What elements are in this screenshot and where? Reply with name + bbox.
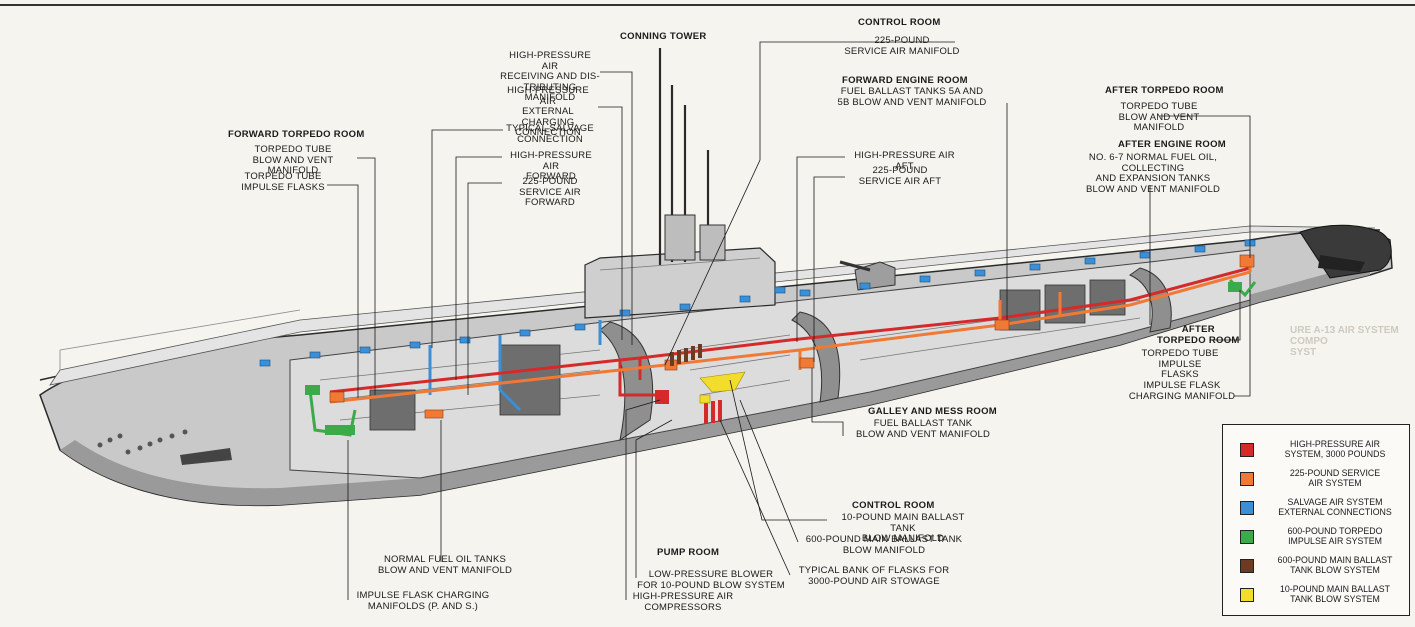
legend-swatch <box>1240 530 1254 544</box>
main-ballast-manifold <box>670 344 702 366</box>
heading-after-torpedo-room-top: AFTER TORPEDO ROOM <box>1105 85 1224 96</box>
bow-plane <box>180 448 232 465</box>
heading-forward-torpedo-room: FORWARD TORPEDO ROOM <box>228 129 365 140</box>
heading-conning-tower: CONNING TOWER <box>620 31 707 42</box>
label-service-air-forward: 225-POUND SERVICE AIR FORWARD <box>519 176 581 208</box>
label-salvage-connection: TYPICAL SALVAGE CONNECTION <box>506 123 594 145</box>
label-hp-forward: HIGH-PRESSURE AIR FORWARD <box>510 150 592 182</box>
legend-swatch <box>1240 501 1254 515</box>
label-hp-aft: HIGH-PRESSURE AIR AFT <box>854 150 955 172</box>
heading-control-room-top: CONTROL ROOM <box>858 17 941 28</box>
label-ftr-tube-manifold: TORPEDO TUBE BLOW AND VENT MANIFOLD <box>252 144 334 176</box>
label-impulse-charging-fwd: IMPULSE FLASK CHARGING MANIFOLDS (P. AND… <box>356 590 490 612</box>
heading-forward-engine-room: FORWARD ENGINE ROOM <box>842 75 968 86</box>
pressure-hull-cut <box>599 321 654 442</box>
label-six-hundred-manifold: 600-POUND MAIN BALLAST TANK BLOW MANIFOL… <box>805 534 963 556</box>
conning-tower <box>584 247 776 319</box>
legend-item-main-ballast-600: 600-POUND MAIN BALLAST TANK BLOW SYSTEM <box>1223 553 1409 581</box>
heading-after-engine-room: AFTER ENGINE ROOM <box>1118 139 1227 150</box>
ten-pound-blow <box>699 371 746 404</box>
legend-item-high-pressure: HIGH-PRESSURE AIR SYSTEM, 3000 POUNDS <box>1223 437 1409 465</box>
label-fuel-oil-6-7: NO. 6-7 NORMAL FUEL OIL, COLLECTING AND … <box>1085 152 1221 195</box>
label-atr-tube-manifold: TORPEDO TUBE BLOW AND VENT MANIFOLD <box>1118 101 1200 133</box>
label-lp-blower: LOW-PRESSURE BLOWER FOR 10-POUND BLOW SY… <box>637 569 785 591</box>
legend-label: 600-POUND TORPEDO IMPULSE AIR SYSTEM <box>1287 526 1383 546</box>
ghost-figure-caption: URE A-13 AIR SYSTEM COMPO SYST <box>1290 325 1399 358</box>
heading-pump-room: PUMP ROOM <box>657 547 720 558</box>
heading-after-torpedo-room-mid: AFTER TORPEDO ROOM <box>1157 324 1240 346</box>
label-fuel-ballast-tank: FUEL BALLAST TANK BLOW AND VENT MANIFOLD <box>855 418 991 440</box>
leader-lines <box>327 41 1251 600</box>
stern-planes <box>1318 255 1365 272</box>
label-ftr-impulse-flasks: TORPEDO TUBE IMPULSE FLASKS <box>241 171 325 193</box>
legend-item-main-ballast-10: 10-POUND MAIN BALLAST TANK BLOW SYSTEM <box>1223 582 1409 610</box>
label-fuel-ballast-5a-5b: FUEL BALLAST TANKS 5A AND 5B BLOW AND VE… <box>837 86 987 108</box>
label-normal-fuel-oil: NORMAL FUEL OIL TANKS BLOW AND VENT MANI… <box>377 554 513 576</box>
legend-swatch <box>1240 443 1254 457</box>
legend-item-service-air: 225-POUND SERVICE AIR SYSTEM <box>1223 466 1409 494</box>
submarine-hull <box>39 48 1393 507</box>
label-service-air-manifold: 225-POUND SERVICE AIR MANIFOLD <box>844 35 960 57</box>
label-ten-pound-manifold: 10-POUND MAIN BALLAST TANK BLOW MANIFOLD <box>841 512 965 544</box>
legend-swatch <box>1240 472 1254 486</box>
legend: HIGH-PRESSURE AIR SYSTEM, 3000 POUNDS 22… <box>1222 424 1410 616</box>
legend-swatch <box>1240 559 1254 573</box>
label-atr-impulse-flasks: TORPEDO TUBE IMPULSE FLASKS <box>1141 348 1219 380</box>
label-hp-receiving-manifold: HIGH-PRESSURE AIR RECEIVING AND DIS- TRI… <box>500 50 600 103</box>
label-hp-compressors: HIGH-PRESSURE AIR COMPRESSORS <box>632 591 734 613</box>
heading-control-room-bottom: CONTROL ROOM <box>852 500 935 511</box>
service-manifolds <box>329 254 1255 419</box>
salvage-pipes <box>428 320 602 412</box>
label-hp-external-charging: HIGH-PRESSURE AIR EXTERNAL CHARGING CONN… <box>507 85 589 138</box>
legend-item-torpedo-impulse: 600-POUND TORPEDO IMPULSE AIR SYSTEM <box>1223 524 1409 552</box>
label-flask-bank: TYPICAL BANK OF FLASKS FOR 3000-POUND AI… <box>798 565 950 587</box>
salvage-markers <box>259 239 1256 367</box>
legend-label: 10-POUND MAIN BALLAST TANK BLOW SYSTEM <box>1280 584 1390 604</box>
legend-swatch <box>1240 588 1254 602</box>
top-border-line <box>0 4 1415 6</box>
legend-label: 225-POUND SERVICE AIR SYSTEM <box>1289 468 1381 488</box>
heading-galley-mess-room: GALLEY AND MESS ROOM <box>868 406 997 417</box>
label-impulse-charging-aft: IMPULSE FLASK CHARGING MANIFOLD <box>1128 380 1236 402</box>
label-service-air-aft: 225-POUND SERVICE AIR AFT <box>858 165 942 187</box>
legend-label: 600-POUND MAIN BALLAST TANK BLOW SYSTEM <box>1277 555 1393 575</box>
legend-item-salvage-air: SALVAGE AIR SYSTEM EXTERNAL CONNECTIONS <box>1223 495 1409 523</box>
impulse-flasks <box>305 282 1242 435</box>
legend-label: HIGH-PRESSURE AIR SYSTEM, 3000 POUNDS <box>1284 439 1386 459</box>
legend-label: SALVAGE AIR SYSTEM EXTERNAL CONNECTIONS <box>1278 497 1392 517</box>
